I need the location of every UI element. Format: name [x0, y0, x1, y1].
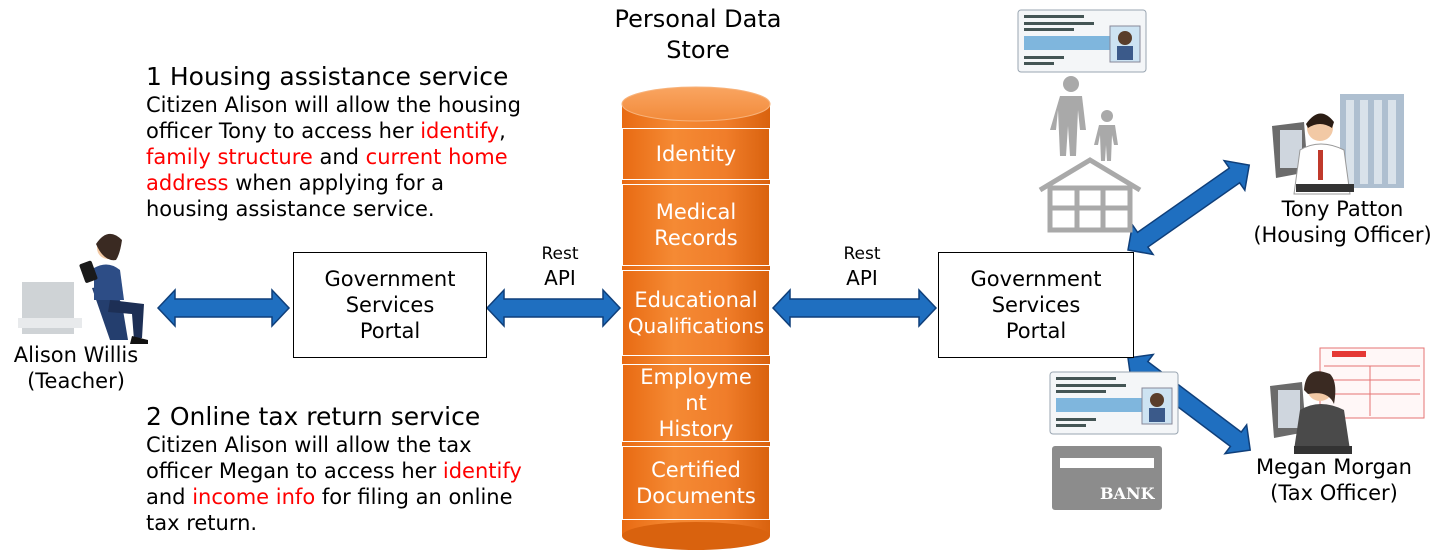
data-store-title: Personal Data Store [614, 5, 782, 64]
id-card-top [1017, 9, 1147, 73]
bank-card-icon [1052, 446, 1162, 510]
family-icon [1050, 76, 1118, 161]
store-segment-certified: Certified Documents [622, 446, 770, 520]
megan-illustration [1270, 347, 1425, 454]
data-store-cylinder [621, 86, 771, 550]
tony-label: Tony Patton (Housing Officer) [1253, 197, 1432, 247]
highlight-identify-tax: identify [442, 459, 522, 483]
id-card-bottom [1049, 371, 1179, 435]
arrow-store-portal-right [771, 288, 938, 328]
highlight-address: address [146, 171, 229, 195]
store-segment-educational: Educational Qualifications [622, 270, 770, 356]
bank-label: BANK [1100, 484, 1155, 503]
tony-illustration [1272, 94, 1404, 195]
rest-api-left-label: Rest API [541, 244, 579, 290]
megan-label: Megan Morgan (Tax Officer) [1256, 455, 1412, 505]
tax-service-description: 2 Online tax return service Citizen Alis… [146, 402, 586, 536]
store-segment-medical: Medical Records [622, 184, 770, 266]
highlight-current-home: current home [365, 145, 508, 169]
tax-line-last: tax return. [146, 511, 258, 535]
tax-line-1: Citizen Alison will allow the tax [146, 433, 472, 457]
arrow-portal-store-left [485, 288, 622, 328]
arrows [156, 288, 938, 328]
arrow-portal-tony [1127, 159, 1251, 256]
store-segment-identity: Identity [622, 128, 770, 180]
tax-service-heading: 2 Online tax return service [146, 402, 481, 431]
rest-api-right-label: Rest API [843, 244, 881, 290]
highlight-income-info: income info [192, 485, 316, 509]
housing-line-1: Citizen Alison will allow the housing [146, 93, 521, 117]
housing-line-last: housing assistance service. [146, 197, 435, 221]
government-portal-right: Government Services Portal [938, 252, 1134, 358]
arrow-alison-portal [156, 288, 291, 328]
highlight-identify: identify [420, 119, 500, 143]
house-icon [1038, 157, 1142, 233]
highlight-family-structure: family structure [146, 145, 313, 169]
store-segment-employment: Employme nt History [622, 364, 770, 442]
government-portal-left: Government Services Portal [293, 252, 487, 358]
alison-illustration [18, 233, 148, 344]
alison-label: Alison Willis (Teacher) [13, 343, 139, 393]
housing-service-description: 1 Housing assistance service Citizen Ali… [146, 62, 586, 222]
housing-service-heading: 1 Housing assistance service [146, 62, 509, 91]
